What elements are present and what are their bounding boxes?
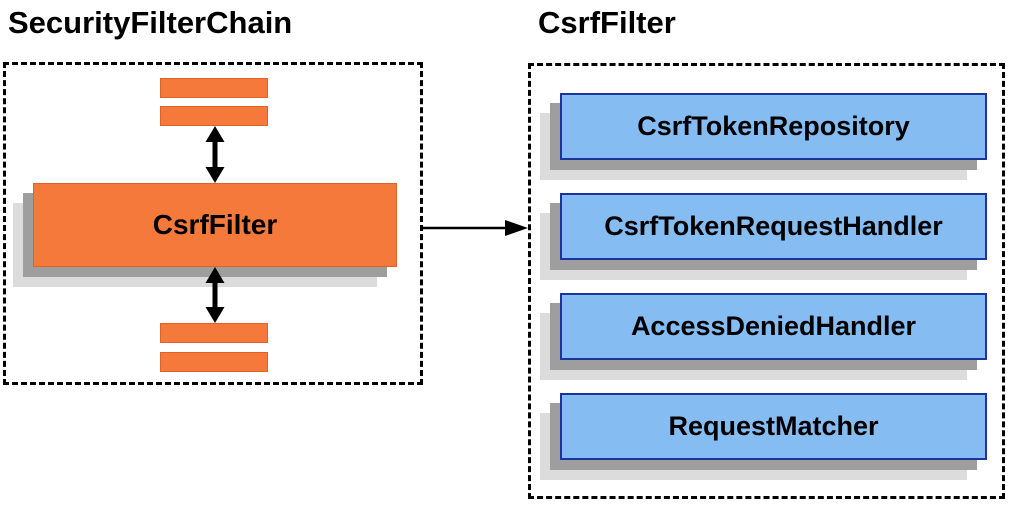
component-box-access-denied-handler: AccessDeniedHandler [560, 293, 987, 360]
double-arrow-vertical-bottom-icon [205, 267, 225, 323]
arrow-right-icon [421, 220, 528, 236]
filter-bar-bottom-2 [160, 352, 268, 372]
csrf-filter-box: CsrfFilter [33, 183, 397, 267]
component-label: RequestMatcher [668, 411, 879, 441]
component-label: AccessDeniedHandler [630, 311, 917, 341]
component-box-csrf-token-repository: CsrfTokenRepository [560, 93, 987, 160]
filter-bar-top-2 [160, 106, 268, 126]
filter-bar-top-1 [160, 78, 268, 98]
filter-bar-bottom-1 [160, 323, 268, 343]
csrf-filter-box-label: CsrfFilter [152, 209, 278, 240]
security-filter-chain-container [3, 62, 423, 385]
double-arrow-vertical-top-icon [205, 126, 225, 183]
csrf-filter-title: CsrfFilter [538, 5, 676, 40]
component-box-csrf-token-request-handler: CsrfTokenRequestHandler [560, 193, 987, 260]
security-filter-chain-title: SecurityFilterChain [8, 5, 293, 40]
component-label: CsrfTokenRepository [637, 111, 910, 141]
component-label: CsrfTokenRequestHandler [604, 211, 943, 241]
csrf-filter-container [528, 63, 1005, 499]
component-box-request-matcher: RequestMatcher [560, 393, 987, 460]
